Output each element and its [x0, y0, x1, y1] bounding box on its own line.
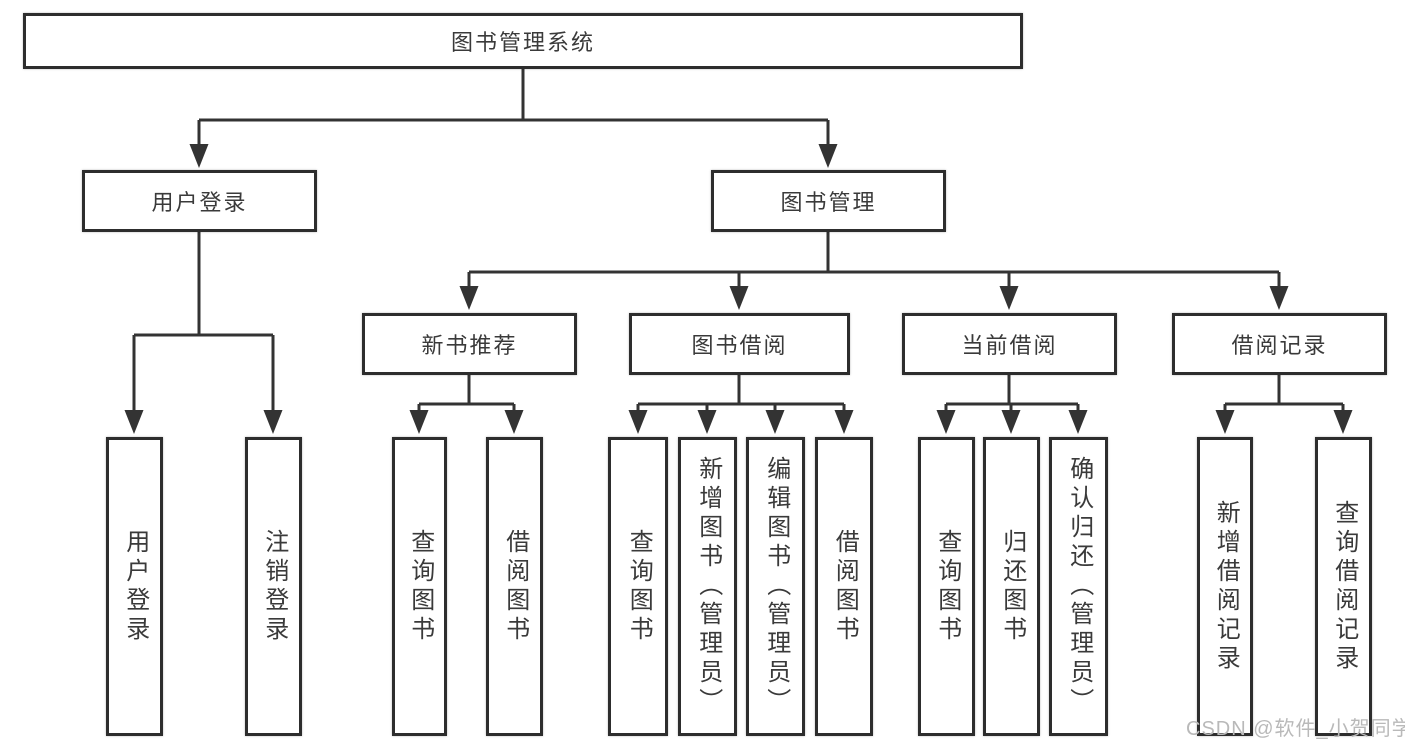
node-user-login: 用户登录: [82, 170, 317, 232]
node-root-system: 图书管理系统: [23, 13, 1023, 69]
arrowhead: [504, 410, 524, 434]
arrowhead: [1001, 410, 1021, 434]
arrowhead: [765, 410, 785, 434]
arrowhead: [1269, 286, 1289, 310]
node-book-management: 图书管理: [711, 170, 946, 232]
leaf-borrow-books-recommend: 借阅图书: [486, 437, 543, 736]
leaf-return-books: 归还图书: [983, 437, 1040, 736]
leaf-add-book-admin: 新增图书（管理员）: [678, 437, 737, 736]
arrowhead: [834, 410, 854, 434]
arrowhead: [729, 286, 749, 310]
node-new-book-recommend: 新书推荐: [362, 313, 577, 375]
leaf-query-books-borrow: 查询图书: [608, 437, 668, 736]
arrowhead: [124, 410, 144, 434]
leaf-query-books-current: 查询图书: [918, 437, 975, 736]
leaf-user-login: 用户登录: [106, 437, 163, 736]
leaf-edit-book-admin: 编辑图书（管理员）: [746, 437, 805, 736]
arrowhead: [936, 410, 956, 434]
node-book-borrow: 图书借阅: [629, 313, 850, 375]
arrowhead: [1068, 410, 1088, 434]
arrowhead: [1215, 410, 1235, 434]
arrowhead: [459, 286, 479, 310]
arrowhead: [263, 410, 283, 434]
csdn-watermark: CSDN @软件_小贺同学: [1186, 718, 1405, 740]
leaf-query-borrow-record: 查询借阅记录: [1315, 437, 1372, 736]
leaf-confirm-return-admin: 确认归还（管理员）: [1049, 437, 1108, 736]
arrowhead: [697, 410, 717, 434]
arrowhead: [818, 144, 838, 168]
leaf-add-borrow-record: 新增借阅记录: [1197, 437, 1253, 736]
node-borrow-records: 借阅记录: [1172, 313, 1387, 375]
arrowhead: [628, 410, 648, 434]
arrowhead: [999, 286, 1019, 310]
node-current-borrow: 当前借阅: [902, 313, 1117, 375]
arrowhead: [409, 410, 429, 434]
arrowhead: [189, 144, 209, 168]
arrowhead: [1333, 410, 1353, 434]
leaf-borrow-books-borrow: 借阅图书: [815, 437, 873, 736]
leaf-logout-login: 注销登录: [245, 437, 302, 736]
leaf-query-books-recommend: 查询图书: [392, 437, 447, 736]
